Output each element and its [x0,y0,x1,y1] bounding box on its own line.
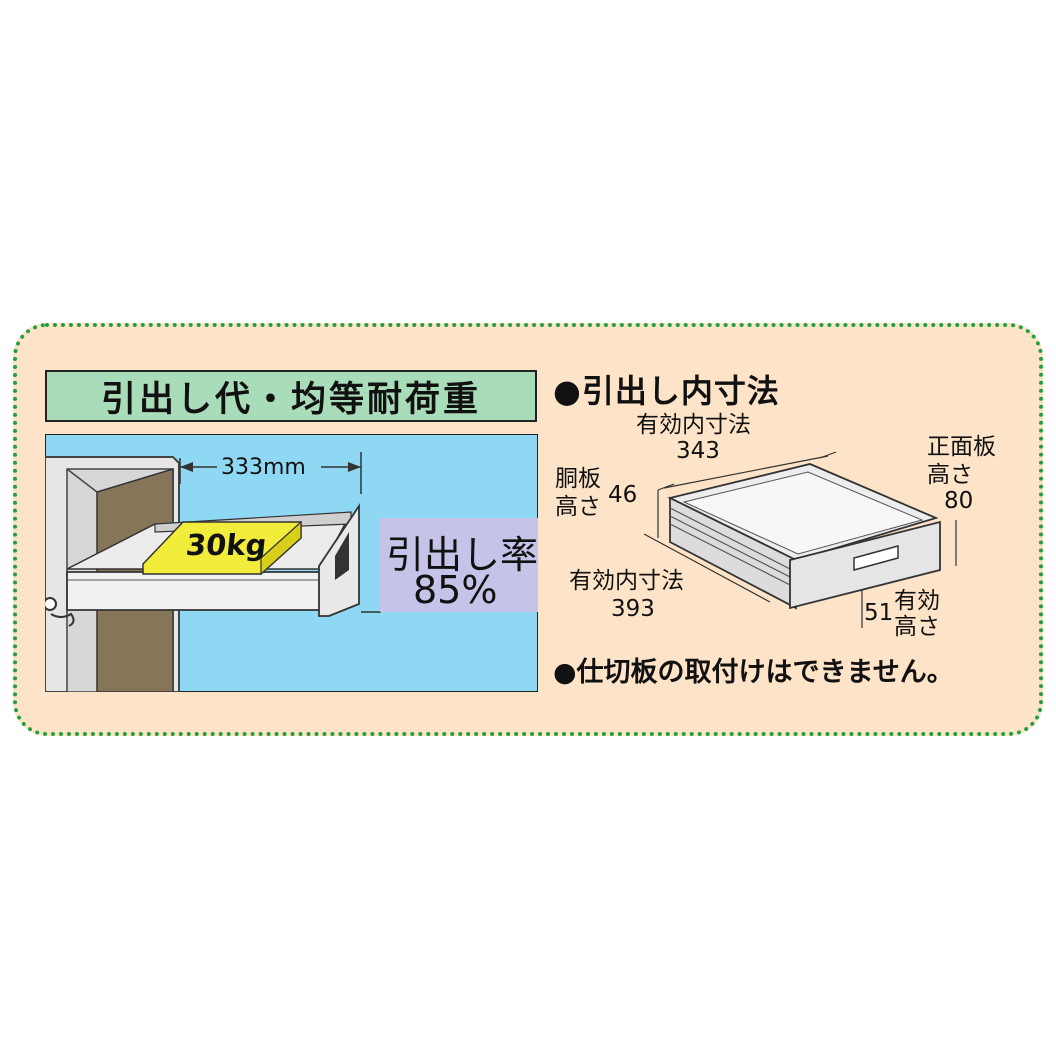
width-label: 有効内寸法 [636,412,751,438]
partition-note: ●仕切板の取付けはできません。 [553,657,954,688]
drawer-load-illustration [45,434,538,692]
front-height-label-1: 正面板 [927,434,996,460]
front-height-label-2: 高さ [927,462,973,488]
drawer-pull-handle [853,545,899,571]
effective-height-label-1: 有効 [894,588,940,614]
drawer-handle [335,532,349,580]
drawer-dimensions-diagram [643,451,957,628]
effective-height-value: 51 [864,600,894,626]
side-height-label-2: 高さ [555,494,601,520]
slide-roller [45,597,57,611]
width-value: 343 [676,438,720,464]
depth-label: 有効内寸法 [569,568,684,594]
pull-rate-value: 85% [413,568,498,612]
side-height-value: 46 [608,482,638,508]
side-height-label-1: 胴板 [555,466,601,492]
drawer-side [66,571,326,611]
depth-value: 393 [611,596,655,622]
pull-rate-label: 引出し率 [386,533,539,577]
effective-height-label-2: 高さ [894,614,940,640]
section-title-text: 引出し代・均等耐荷重 [100,379,481,420]
inner-dimensions-heading: ●引出し内寸法 [553,372,780,410]
load-label: 30kg [184,528,269,562]
front-height-value: 80 [944,488,974,514]
drawer-side-panel [669,496,797,610]
section-title: 引出し代・均等耐荷重 [45,370,537,422]
pull-rate-box [380,518,538,612]
pull-distance-label: 333mm [221,455,306,480]
